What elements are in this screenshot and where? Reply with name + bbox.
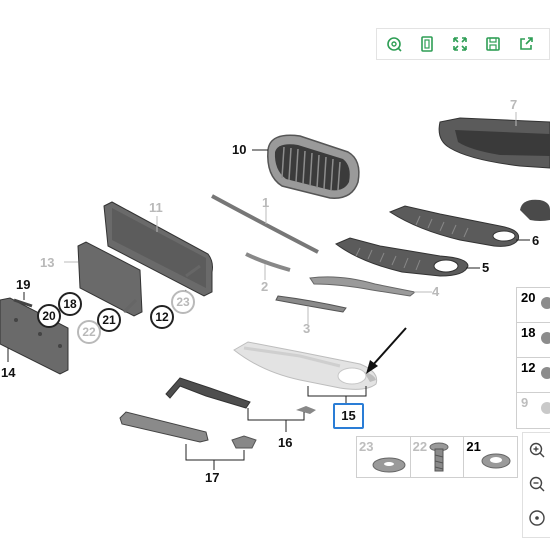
trim-strip-part[interactable]: [211, 194, 319, 254]
selected-part-label[interactable]: 15: [333, 403, 364, 429]
callout-18[interactable]: 18: [58, 292, 82, 316]
callout-14[interactable]: 14: [1, 365, 16, 380]
thumbnail-21[interactable]: 21: [464, 437, 517, 477]
viewer-toolbar: [376, 28, 550, 60]
license-plate-holder-11[interactable]: [103, 201, 213, 297]
fullscreen-button[interactable]: [443, 29, 476, 59]
fit-page-icon: [420, 36, 433, 52]
side-parts-panel: 20 18 12 9: [516, 287, 550, 429]
callout-13[interactable]: 13: [40, 255, 55, 270]
thumbnail-23[interactable]: 23: [357, 437, 411, 477]
reset-view-icon: [529, 510, 545, 526]
save-button[interactable]: [476, 29, 509, 59]
zoom-out-icon: [529, 476, 545, 492]
zoom-fit-icon: [386, 37, 402, 52]
side-part-18[interactable]: 18: [517, 323, 550, 358]
callout-5[interactable]: 5: [482, 260, 490, 275]
callout-2[interactable]: 2: [261, 279, 269, 294]
save-icon: [485, 37, 500, 51]
callout-11[interactable]: 11: [149, 200, 163, 215]
screw-icon: [429, 442, 449, 472]
part-thumb-icon: [541, 297, 550, 309]
part-thumb-icon: [541, 402, 550, 414]
callout-4[interactable]: 4: [432, 284, 440, 299]
callout-20[interactable]: 20: [37, 304, 61, 328]
side-part-label: 18: [521, 325, 536, 340]
washer-icon: [372, 457, 406, 473]
zoom-fit-button[interactable]: [377, 29, 410, 59]
small-strip-part[interactable]: [245, 252, 291, 272]
fit-page-button[interactable]: [410, 29, 443, 59]
side-part-label: 9: [521, 395, 529, 410]
callout-22[interactable]: 22: [77, 320, 101, 344]
side-part-9[interactable]: 9: [517, 393, 550, 427]
lower-grille-part[interactable]: [438, 117, 550, 169]
license-plate-holder-13[interactable]: [77, 241, 143, 317]
callout-19[interactable]: 19: [16, 277, 31, 292]
thumbnail-22[interactable]: 22: [411, 437, 465, 477]
callout-21[interactable]: 21: [97, 308, 121, 332]
zoom-out-button[interactable]: [523, 467, 550, 501]
part-thumbnails: 23 22 21: [356, 436, 518, 478]
callout-23[interactable]: 23: [171, 290, 195, 314]
zoom-controls: [522, 432, 550, 538]
side-part-12[interactable]: 12: [517, 358, 550, 393]
side-part-label: 20: [521, 290, 536, 305]
zoom-in-icon: [529, 442, 545, 458]
callout-1[interactable]: 1: [262, 195, 270, 210]
callout-3[interactable]: 3: [303, 321, 311, 336]
callout-6[interactable]: 6: [532, 233, 540, 248]
license-plate-base-14[interactable]: [0, 297, 69, 375]
part-thumb-icon: [541, 332, 550, 344]
zoom-in-button[interactable]: [523, 433, 550, 467]
share-icon: [519, 37, 533, 50]
lower-trim-part-17[interactable]: [119, 411, 257, 449]
callout-17[interactable]: 17: [205, 470, 220, 485]
thumbnail-label: 23: [359, 439, 374, 454]
fog-light-cover-5[interactable]: [335, 237, 469, 277]
callout-16[interactable]: 16: [278, 435, 293, 450]
side-part-20[interactable]: 20: [517, 288, 550, 323]
callout-10[interactable]: 10: [232, 142, 247, 157]
kidney-grille-part[interactable]: [267, 134, 360, 199]
thumbnail-label: 22: [412, 439, 428, 454]
fog-light-cover-6[interactable]: [388, 205, 520, 247]
reset-view-button[interactable]: [523, 501, 550, 535]
fullscreen-icon: [452, 37, 467, 51]
part-thumb-icon: [541, 367, 550, 379]
washer-icon: [481, 453, 511, 469]
thumbnail-label: 21: [466, 439, 481, 454]
side-part-label: 12: [521, 360, 536, 375]
callout-7[interactable]: 7: [510, 97, 518, 112]
side-trim-part-16[interactable]: [165, 377, 316, 414]
bumper-trim-part-15[interactable]: [233, 341, 378, 390]
share-button[interactable]: [509, 29, 542, 59]
callout-12[interactable]: 12: [150, 305, 174, 329]
